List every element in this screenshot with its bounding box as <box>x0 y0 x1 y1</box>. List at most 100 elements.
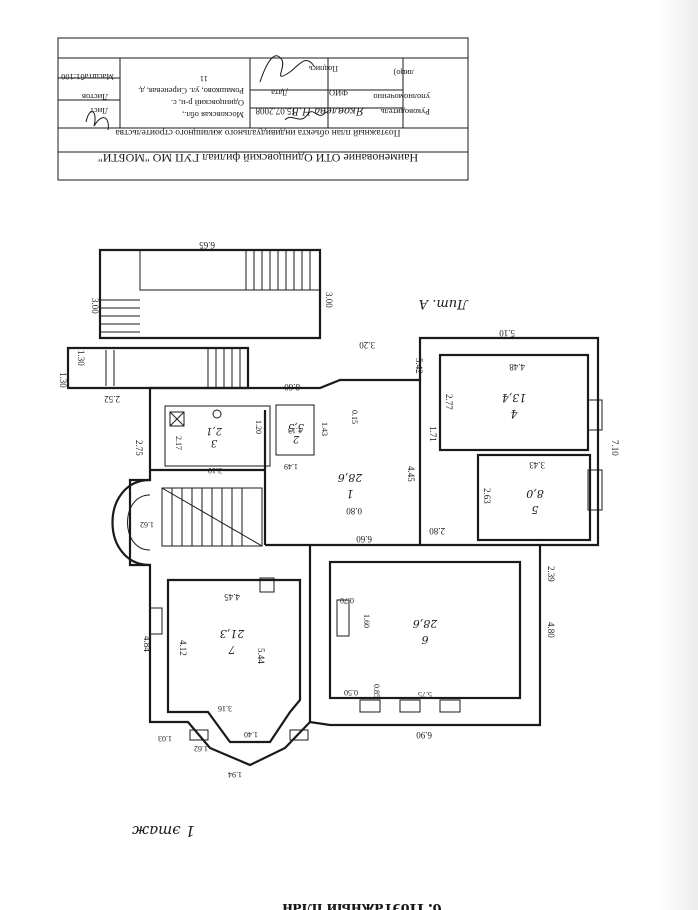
window-right-2 <box>587 469 603 511</box>
building-outline <box>66 248 603 767</box>
room-6-area: 28,6 <box>413 617 439 630</box>
stove-symbol <box>259 577 275 593</box>
room-3-number: 3 <box>211 437 217 448</box>
dim-1-94: 1.94 <box>228 770 242 779</box>
dim-1-13: 1.13 <box>288 426 302 435</box>
internal-stair <box>161 487 263 547</box>
dim-0-80: 0.80 <box>346 506 362 516</box>
dim-2-17: 2.17 <box>174 436 183 450</box>
dim-2-77: 2.77 <box>444 394 454 410</box>
stamp-address-line-2: Одинцовский р-н, с. <box>171 98 244 108</box>
stamp-address-line-3: Ромашково, ул. Сиреневая, д. <box>138 86 244 96</box>
dim-2-39: 2.39 <box>546 566 556 582</box>
stair-treads-top <box>100 250 311 333</box>
dim-5-44: 5.44 <box>256 648 266 664</box>
dim-3-43: 3.43 <box>529 460 545 470</box>
stamp-sheets-label: Листов <box>82 92 108 102</box>
room-5-number: 5 <box>532 503 539 516</box>
sheet-number-handwriting <box>85 111 109 131</box>
dim-1-20: 1.20 <box>254 420 263 434</box>
stamp-col-date-label: Дата <box>271 88 288 98</box>
window-right-1 <box>587 399 603 431</box>
dim-1-43: 1.43 <box>320 422 329 436</box>
porch-stairs <box>66 346 250 390</box>
stamp-date-value: 15.07.2008 <box>255 106 296 116</box>
fio-handwriting-stroke <box>284 111 327 121</box>
stamp-left-col-1: Руководитель <box>381 107 430 117</box>
room-3-walls <box>164 405 271 467</box>
terrace-outline <box>98 248 322 340</box>
stamp-left-col-2: уполномоченно <box>373 92 430 102</box>
dim-1-30-a: 1.30 <box>76 350 86 366</box>
stamp-fio-value: Яковлева Н.В. <box>288 105 365 116</box>
stamp-address-line-4: 11 <box>200 74 208 84</box>
dim-8-60: 8.60 <box>284 382 300 392</box>
exterior-walls <box>128 336 600 767</box>
dim-3-00-right: 3.00 <box>324 292 334 308</box>
floor-label: 1 этаж <box>132 822 195 840</box>
room-2-area: 5,5 <box>288 421 304 432</box>
room-4-area: 13,4 <box>502 391 527 404</box>
stamp-col-fio-label: ФИО <box>329 88 348 98</box>
room-2-number: 2 <box>293 433 300 444</box>
title-block: Наименование ОТИ Одинцовский филиал ГУП … <box>57 37 469 181</box>
dim-5-75: 5.75 <box>418 690 432 699</box>
dim-0-15: 0.15 <box>350 410 359 424</box>
dim-1-62-bay: 1.62 <box>140 520 154 529</box>
dim-0-85: 0.85 <box>372 684 381 698</box>
stamp-plan-subtitle: Поэтажный план объекта индивидуального ж… <box>115 127 401 138</box>
vent-symbol <box>169 411 185 427</box>
dim-4-84: 4.84 <box>142 636 152 652</box>
bottom-title: 6. Поэтажный план <box>282 900 441 910</box>
room-1-number: 1 <box>347 487 354 500</box>
fireplace-symbol <box>336 599 350 637</box>
dim-3-00-left: 3.00 <box>90 298 100 314</box>
dim-3-20: 3.20 <box>359 340 375 350</box>
room-3-area: 2,1 <box>206 425 223 436</box>
room-4-number: 4 <box>511 407 519 420</box>
dim-6-90: 6.90 <box>416 730 432 740</box>
dim-4-48: 4.48 <box>509 362 525 372</box>
stamp-left-col-3: лицо) <box>393 68 414 78</box>
dim-4-80: 4.80 <box>546 622 556 638</box>
stamp-address-line-1: Московская обл., <box>182 110 244 120</box>
room-7-area: 21,3 <box>220 627 246 640</box>
dim-7-10: 7.10 <box>610 440 620 456</box>
dim-5-10: 5.10 <box>499 328 515 338</box>
dim-4-12: 4.12 <box>178 640 188 656</box>
dim-1-62: 1.62 <box>194 744 208 753</box>
room-labels: 1 28,6 2 5,5 3 2,1 4 13,4 5 8,0 6 28,6 <box>206 391 544 656</box>
dim-2-52: 2.52 <box>104 394 120 404</box>
dim-1-71: 1.71 <box>428 426 438 442</box>
room-7-number: 7 <box>229 643 236 656</box>
dim-3-16: 3.16 <box>218 704 232 713</box>
dim-2-80: 2.80 <box>429 526 445 536</box>
dim-4-45-hall: 4.45 <box>406 466 416 482</box>
dim-1-03: 1.03 <box>158 734 172 743</box>
dim-6-60: 6.60 <box>356 534 372 544</box>
dimension-labels: 6.65 3.00 3.00 1.30 1.30 2.52 2.75 3.20 … <box>58 240 620 779</box>
room-5-area: 8,0 <box>526 487 544 500</box>
dim-1-40: 1.40 <box>244 730 258 739</box>
signature-scribble <box>259 55 315 83</box>
stamp-sheet-label: Лист <box>90 106 108 116</box>
toilet-symbol <box>212 409 222 419</box>
dim-1-49: 1.49 <box>284 462 298 471</box>
dim-0-50: 0.50 <box>344 688 358 697</box>
dim-5-42: 5.42 <box>414 358 424 374</box>
stamp-col-signature-label: Подпись <box>308 64 338 73</box>
room-6-walls <box>328 560 522 700</box>
stamp-header-title: Наименование ОТИ Одинцовский филиал ГУП … <box>98 151 418 165</box>
dim-0-70: 0.70 <box>340 596 354 605</box>
dim-4-45-room7: 4.45 <box>224 592 240 602</box>
lit-label: Лит. А <box>418 296 469 311</box>
room-2-walls <box>275 404 315 456</box>
stamp-scale-label: Масштаб1:100 <box>61 72 114 82</box>
dim-1-30-b: 1.30 <box>58 372 68 388</box>
room-1-area: 28,6 <box>338 471 364 484</box>
dim-2-75: 2.75 <box>134 440 144 456</box>
room-7-walls <box>166 578 302 744</box>
room-6-number: 6 <box>422 633 429 646</box>
